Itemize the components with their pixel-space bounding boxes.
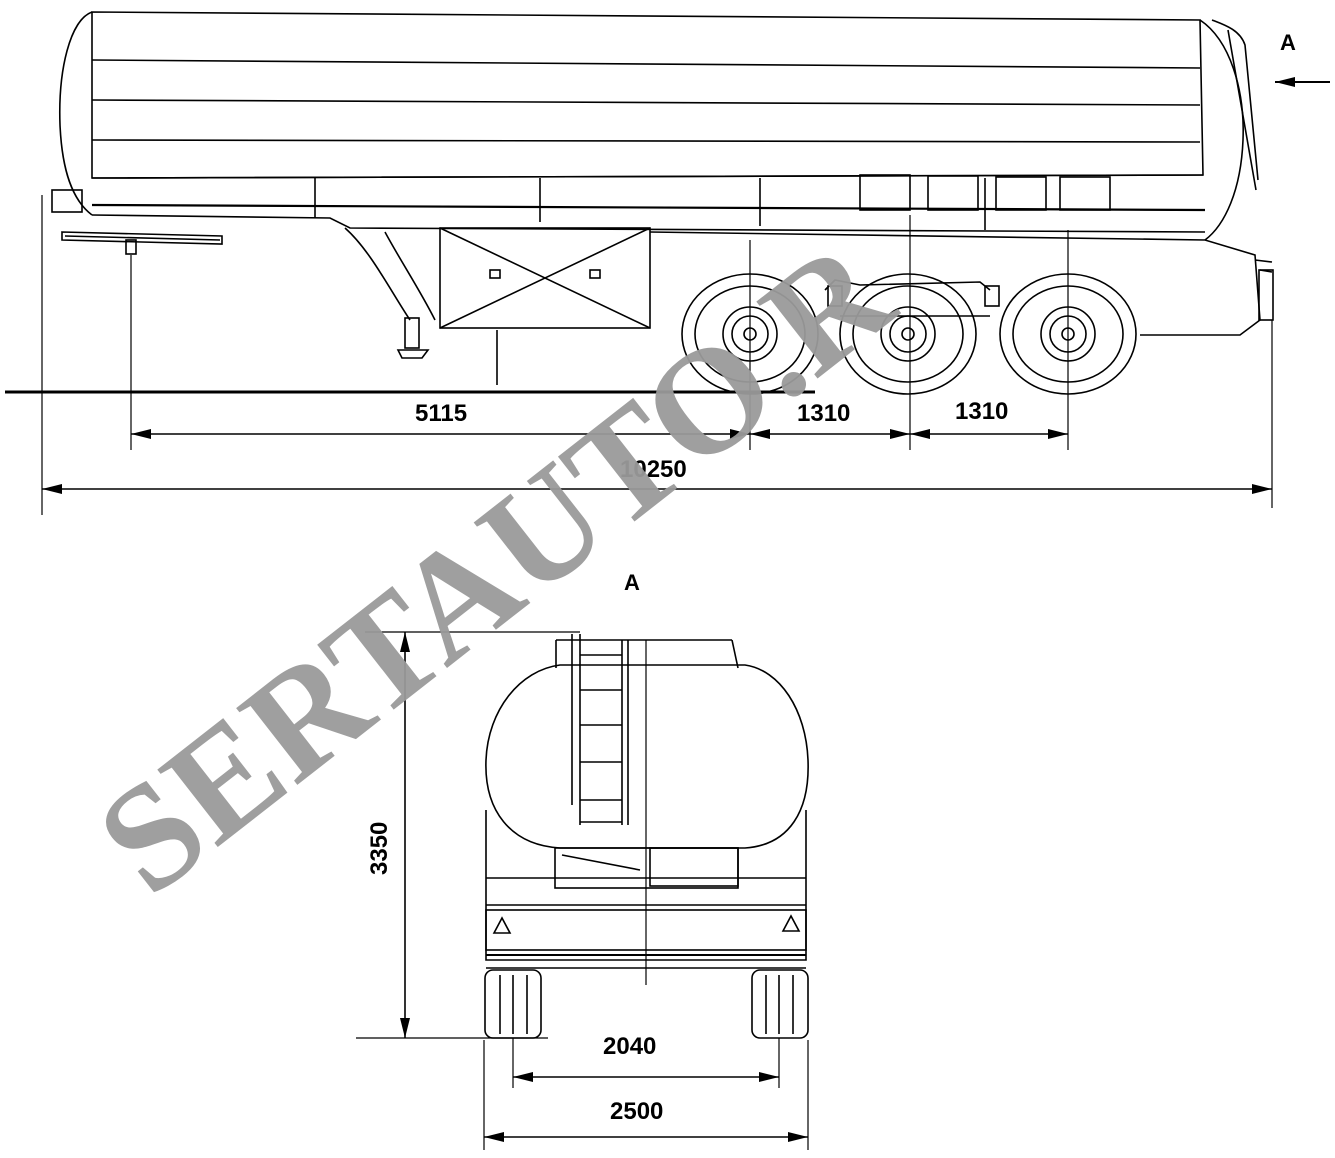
landing-gear [396,317,430,359]
wheel-2 [839,273,977,395]
watermark: SERTAUTO.R [68,208,922,926]
dim-3350: 3350 [366,822,393,875]
dim-1310-b: 1310 [955,398,1008,425]
tank-body [58,11,1244,241]
rear-view-title: A [624,570,640,595]
suspension [824,279,1000,317]
rear-tyre-right [751,969,809,1039]
dim-1310-a: 1310 [797,400,850,427]
extension-lines [41,195,1273,515]
reflector-left [492,916,512,934]
top-hatches [859,174,1111,211]
rear-tank-shell [485,664,809,849]
ladder [571,634,629,825]
rear-view [356,631,809,1150]
frame [344,227,651,385]
dim-10250: 10250 [620,456,687,483]
kingpin-assembly [51,189,223,255]
view-a-marker: A [1280,30,1296,55]
dimension-lines [42,429,1272,494]
fender [649,19,1274,336]
dim-2500: 2500 [610,1098,663,1125]
dim-2040: 2040 [603,1033,656,1060]
reflector-right [781,914,801,932]
side-view [5,11,1330,515]
dim-5115: 5115 [415,400,467,427]
